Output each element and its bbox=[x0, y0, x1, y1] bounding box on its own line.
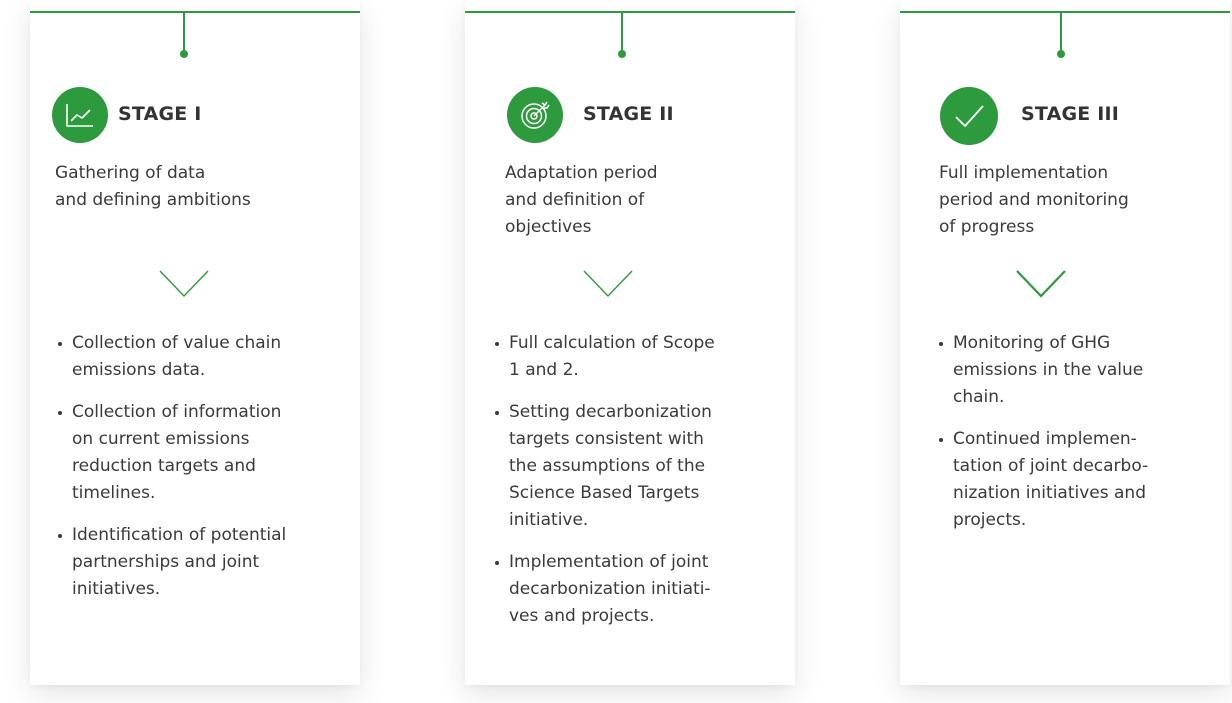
stage-description-line: and definition of bbox=[505, 190, 645, 210]
bullet-line: timelines. bbox=[72, 483, 156, 503]
list-item: Implementation of joint decarbonization … bbox=[493, 549, 783, 630]
bullet-line: the assumptions of the bbox=[509, 456, 706, 476]
bullet-dot bbox=[58, 534, 62, 538]
vertical-connector bbox=[621, 13, 623, 53]
top-connector-line bbox=[465, 11, 795, 13]
stage-card-2: STAGE II Adaptation period and definitio… bbox=[465, 0, 795, 685]
bullet-line: initiatives. bbox=[72, 579, 161, 599]
bullet-line: emissions in the value bbox=[953, 360, 1144, 380]
stage-description-line: Adaptation period bbox=[505, 163, 658, 183]
bullet-dot bbox=[939, 438, 943, 442]
line-chart-icon bbox=[52, 87, 108, 143]
chevron-down-icon bbox=[583, 270, 633, 298]
chevron-down-icon bbox=[159, 270, 209, 298]
connector-dot bbox=[1057, 50, 1065, 58]
bullet-line: partnerships and joint bbox=[72, 552, 260, 572]
bullet-dot bbox=[495, 411, 499, 415]
list-item: Identification of potential partnerships… bbox=[56, 522, 346, 603]
bullet-line: ves and projects. bbox=[509, 606, 655, 626]
stage-description-line: Gathering of data bbox=[55, 163, 206, 183]
stage-description: Gathering of data and defining ambitions bbox=[55, 160, 305, 214]
connector-dot bbox=[180, 50, 188, 58]
target-icon bbox=[507, 87, 563, 143]
bullet-line: Full calculation of Scope bbox=[509, 333, 715, 353]
stage-description-line: of progress bbox=[939, 217, 1035, 237]
bullet-line: initiative. bbox=[509, 510, 589, 530]
bullet-line: Monitoring of GHG bbox=[953, 333, 1111, 353]
bullet-line: on current emissions bbox=[72, 429, 250, 449]
vertical-connector bbox=[183, 13, 185, 53]
bullet-line: reduction targets and bbox=[72, 456, 256, 476]
stage-description-line: period and monitoring bbox=[939, 190, 1129, 210]
list-item: Collection of information on current emi… bbox=[56, 399, 346, 507]
bullet-list: Full calculation of Scope 1 and 2. Setti… bbox=[493, 330, 783, 645]
bullet-dot bbox=[939, 342, 943, 346]
stage-title: STAGE III bbox=[1021, 103, 1120, 125]
bullet-line: Collection of information bbox=[72, 402, 282, 422]
stage-title: STAGE II bbox=[583, 103, 674, 125]
list-item: Monitoring of GHG emissions in the value… bbox=[937, 330, 1227, 411]
bullet-line: emissions data. bbox=[72, 360, 206, 380]
stage-title: STAGE I bbox=[118, 103, 202, 125]
bullet-line: targets consistent with bbox=[509, 429, 704, 449]
bullet-line: nization initiatives and bbox=[953, 483, 1146, 503]
vertical-connector bbox=[1060, 13, 1062, 53]
stage-description-line: Full implementation bbox=[939, 163, 1109, 183]
bullet-line: tation of joint decarbo- bbox=[953, 456, 1149, 476]
bullet-line: Implementation of joint bbox=[509, 552, 709, 572]
bullet-line: 1 and 2. bbox=[509, 360, 579, 380]
bullet-line: chain. bbox=[953, 387, 1005, 407]
stage-description-line: objectives bbox=[505, 217, 592, 237]
bullet-line: decarbonization initiati- bbox=[509, 579, 711, 599]
connector-dot bbox=[618, 50, 626, 58]
stage-description: Full implementation period and monitorin… bbox=[939, 160, 1189, 241]
stage-description-line: and defining ambitions bbox=[55, 190, 251, 210]
bullet-dot bbox=[58, 342, 62, 346]
stage-card-1: STAGE I Gathering of data and defining a… bbox=[30, 0, 360, 685]
bullet-line: Identification of potential bbox=[72, 525, 287, 545]
top-connector-line bbox=[30, 11, 360, 13]
bullet-dot bbox=[58, 411, 62, 415]
bullet-line: Collection of value chain bbox=[72, 333, 282, 353]
list-item: Continued implemen- tation of joint deca… bbox=[937, 426, 1227, 534]
list-item: Collection of value chain emissions data… bbox=[56, 330, 346, 384]
top-connector-line bbox=[900, 11, 1230, 13]
stage-description: Adaptation period and definition of obje… bbox=[505, 160, 755, 241]
bullet-line: Setting decarbonization bbox=[509, 402, 712, 422]
checkmark-icon bbox=[940, 87, 998, 145]
bullet-list: Collection of value chain emissions data… bbox=[56, 330, 346, 618]
bullet-line: Continued implemen- bbox=[953, 429, 1137, 449]
bullet-list: Monitoring of GHG emissions in the value… bbox=[937, 330, 1227, 549]
stage-card-3: STAGE III Full implementation period and… bbox=[900, 0, 1230, 685]
bullet-dot bbox=[495, 561, 499, 565]
bullet-dot bbox=[495, 342, 499, 346]
list-item: Full calculation of Scope 1 and 2. bbox=[493, 330, 783, 384]
list-item: Setting decarbonization targets consiste… bbox=[493, 399, 783, 534]
bullet-line: projects. bbox=[953, 510, 1027, 530]
bullet-line: Science Based Targets bbox=[509, 483, 700, 503]
chevron-down-icon bbox=[1016, 270, 1066, 298]
